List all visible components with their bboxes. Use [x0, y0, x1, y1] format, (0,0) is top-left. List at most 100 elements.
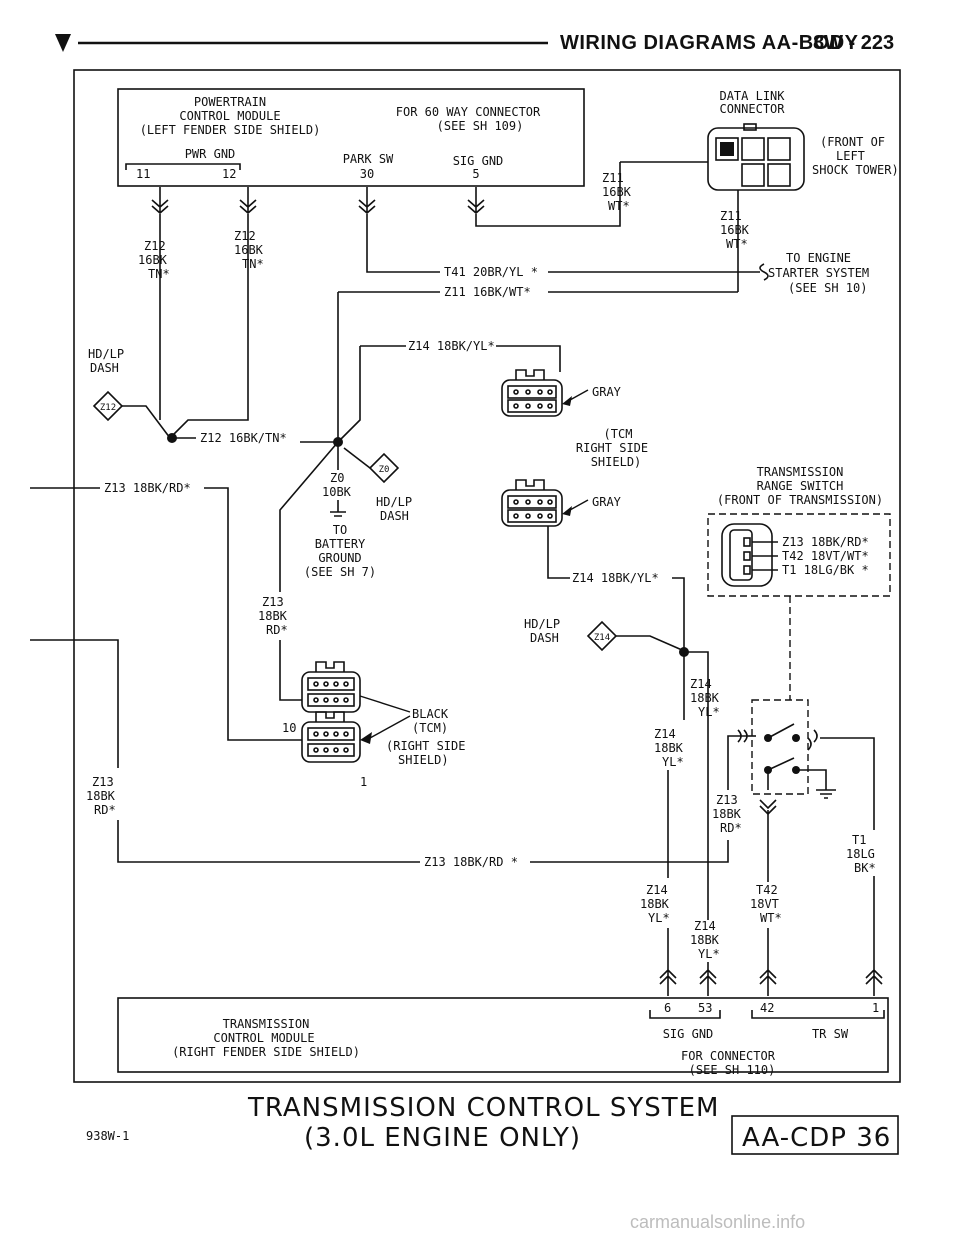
z13l-1: Z13: [92, 775, 114, 789]
z14b-1: Z14: [654, 727, 676, 741]
wire-z13-bottom-a: [117, 820, 420, 863]
t41-label: T41 20BR/YL *: [444, 265, 538, 279]
range-switch-schematic: [737, 699, 875, 830]
tcm-pin-53: 53: [698, 1001, 712, 1015]
z14top-label: Z14 18BK/YL*: [408, 339, 495, 353]
wire-z13-to-switch: [727, 735, 748, 790]
z14mid-label: Z14 18BK/YL*: [572, 571, 659, 585]
svg-text:Z12: Z12: [100, 403, 116, 413]
page-header: WIRING DIAGRAMS AA-BODY 8W - 223: [0, 10, 960, 60]
black-label-2: (TCM): [412, 721, 448, 735]
dlc-location-2: LEFT: [836, 149, 865, 163]
z12b-3: TN*: [242, 257, 264, 271]
z14a-3: YL*: [698, 705, 720, 719]
tcm-sig-gnd: SIG GND: [663, 1027, 714, 1041]
z11c-label: Z11 16BK/WT*: [444, 285, 531, 299]
engine-3: (SEE SH 10): [788, 281, 867, 295]
wire-z14-top-b: [496, 345, 561, 372]
hdlp-left-1: HD/LP: [88, 347, 124, 361]
dlc-location-1: (FRONT OF: [820, 135, 885, 149]
tcm-for-2: (SEE SH 110): [689, 1063, 776, 1077]
z14b-3: YL*: [662, 755, 684, 769]
wire-z14-right: [684, 651, 709, 920]
z11b-1: Z11: [720, 209, 742, 223]
z12a-2: 16BK: [138, 253, 168, 267]
wire-z13-mid: [279, 441, 339, 592]
z12b-1: Z12: [234, 229, 256, 243]
z13v-1: Z13: [262, 595, 284, 609]
pcm-title-2: CONTROL MODULE: [179, 109, 280, 123]
wire-z11-sig-gnd: [475, 162, 621, 227]
engine-1: TO ENGINE: [786, 251, 851, 265]
dlc-title-1: DATA LINK: [719, 89, 785, 103]
tcm-pin-6: 6: [664, 1001, 671, 1015]
wire-z14-mid-a: [547, 526, 570, 579]
tcm-tr-sw: TR SW: [812, 1027, 849, 1041]
tcm-black-connector-2: [301, 711, 411, 763]
z12b-2: 16BK: [234, 243, 264, 257]
footer-code: 938W-1: [86, 1129, 129, 1143]
z14a-1: Z14: [690, 677, 712, 691]
pcm-pin-terminals: [151, 187, 485, 215]
tcm-loc-1: (TCM: [604, 427, 633, 441]
t1-3: BK*: [854, 861, 876, 875]
z14b-2: 18BK: [654, 741, 684, 755]
pcm-sig-gnd: SIG GND: [453, 154, 504, 168]
footer-title-2: (3.0L ENGINE ONLY): [304, 1123, 581, 1153]
footer-ref-box: [731, 1115, 899, 1155]
wire-z13-left-top: [30, 639, 119, 768]
footer-ref: AA-CDP 36: [742, 1123, 891, 1153]
dlc-location-3: SHOCK TOWER): [812, 163, 899, 177]
ground-icon: [330, 500, 346, 517]
z14c-1: Z14: [646, 883, 668, 897]
trs-title-3: (FRONT OF TRANSMISSION): [717, 493, 883, 507]
z13r-2: 18BK: [712, 807, 742, 821]
pcm-park-sw: PARK SW: [343, 152, 394, 166]
watermark: carmanualsonline.info: [630, 1212, 806, 1232]
z14c-3: YL*: [648, 911, 670, 925]
hdlp-left-2: DASH: [90, 361, 119, 375]
wire-break-icon: [759, 263, 769, 281]
tr-sw-bracket: [751, 1010, 885, 1019]
trs-wire-2: T42 18VT/WT*: [782, 549, 869, 563]
z12-splice-diamond: Z12: [92, 390, 171, 439]
diagram-frame: [73, 69, 901, 1083]
z11b-3: WT*: [726, 237, 748, 251]
z13r-1: Z13: [716, 793, 738, 807]
trs-wire-3: T1 18LG/BK *: [782, 563, 869, 577]
tcm-box-pin-1: 1: [872, 1001, 879, 1015]
hdlp-mid-1: HD/LP: [376, 495, 412, 509]
z13v-2: 18BK: [258, 609, 288, 623]
tcm-pin-1: 1: [360, 775, 367, 789]
trs-connector: [721, 523, 778, 587]
pcm-pwr-gnd: PWR GND: [185, 147, 236, 161]
wire-z13-h-b: [204, 487, 302, 741]
tcm-title-1: TRANSMISSION: [223, 1017, 310, 1031]
z13r-3: RD*: [720, 821, 742, 835]
z11a-2: 16BK: [602, 185, 632, 199]
pcm-for-2: (SEE SH 109): [437, 119, 524, 133]
footer-title-1: TRANSMISSION CONTROL SYSTEM: [247, 1093, 719, 1123]
z0-label-1: Z0: [330, 471, 344, 485]
data-link-connector: [707, 123, 805, 191]
z12a-3: TN*: [148, 267, 170, 281]
tcm-box: [117, 997, 889, 1073]
wire-z14-mid-b: [672, 577, 685, 650]
z12a-1: Z12: [144, 239, 166, 253]
t42-3: WT*: [760, 911, 782, 925]
gray-label-1: GRAY: [592, 385, 622, 399]
pcm-pin-11: 11: [136, 167, 150, 181]
z14a-2: 18BK: [690, 691, 720, 705]
pcm-pin-30: 30: [360, 167, 374, 181]
tcm-pin-10: 10: [282, 721, 296, 735]
pcm-title-3: (LEFT FENDER SIDE SHIELD): [140, 123, 321, 137]
battery-1: TO: [333, 523, 347, 537]
wire-z13-to-tcm: [279, 640, 302, 701]
trs-wire-1: Z13 18BK/RD*: [782, 535, 869, 549]
z14c-2: 18BK: [640, 897, 670, 911]
hdlp-right-1: HD/LP: [524, 617, 560, 631]
pcm-box: [117, 88, 585, 187]
black-label-1: BLACK: [412, 707, 449, 721]
z0-label-2: 10BK: [322, 485, 352, 499]
